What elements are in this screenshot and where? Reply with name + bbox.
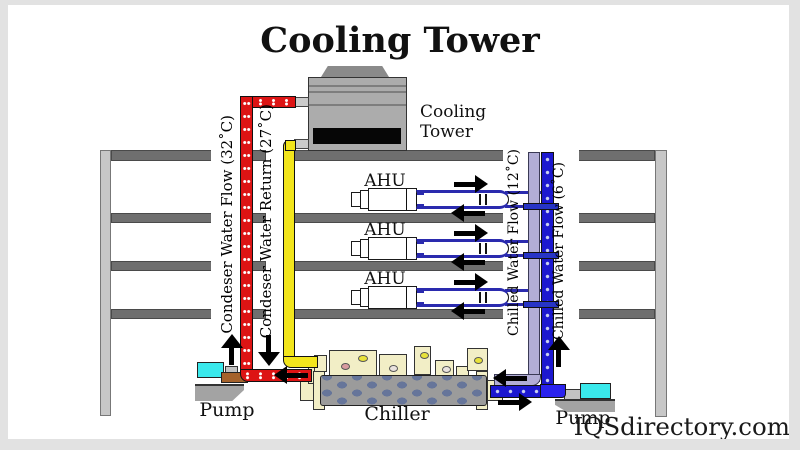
right-arrow-icon [453, 224, 488, 242]
ahu-3-pipe-tab [417, 302, 424, 307]
ahu-1-pipe-tab [417, 190, 424, 195]
tower-panel-line [309, 104, 406, 106]
ahu-1-pipe-tab [417, 204, 424, 209]
chilled-flow-6-label: Chilled Water Flow (6˚C) [551, 161, 567, 340]
ahu-3-branch-connector [523, 301, 559, 308]
condenser-return-label: Condeser Water Return (27˚C) [257, 103, 275, 338]
chiller-compressor-a [329, 350, 377, 377]
ahu-2-branch-connector [523, 252, 559, 259]
condenser-return-pipe-riser [283, 140, 295, 358]
ahu-3-label: AHU [364, 269, 406, 289]
chiller-valve-c [414, 346, 431, 375]
ahu-3-cabinet [368, 286, 417, 309]
chilled-flow-12-label: Chilled Water Flow (12˚C) [506, 149, 522, 336]
ahu-2-label: AHU [364, 220, 406, 240]
right-arrow-icon [453, 175, 488, 193]
tower-panel-line [309, 91, 406, 93]
condenser-return-pipe-nub [285, 140, 296, 151]
floor-slab-3 [111, 309, 655, 319]
up-arrow-icon [548, 336, 570, 367]
left-arrow-icon [451, 302, 486, 320]
chiller [320, 375, 487, 406]
ahu-3-return-line [505, 303, 539, 306]
floor-slab-2 [111, 261, 655, 271]
tower-louver-band [313, 128, 401, 144]
cooling-tower [308, 77, 407, 151]
right-arrow-icon [497, 393, 532, 411]
right-arrow-icon [453, 273, 488, 291]
tower-inlet-connector [294, 97, 309, 107]
condenser-flow-label: Condeser Water Flow (32˚C) [218, 115, 236, 334]
cooling-tower-label: Cooling Tower [420, 102, 487, 142]
pump-right-motor [580, 383, 611, 399]
chiller-valve-f [467, 348, 488, 371]
building-column-right [655, 150, 667, 417]
up-arrow-icon [221, 334, 243, 365]
condenser-return-pipe-bottom [283, 356, 318, 368]
chiller-valve-d [435, 360, 454, 376]
cooling-tower-fan-shroud [321, 66, 389, 77]
chilled-supply-pipe-riser [541, 152, 554, 388]
ahu-1-label: AHU [364, 171, 406, 191]
ahu-2-return-line [505, 254, 539, 257]
left-arrow-icon [451, 204, 486, 222]
ahu-2-pipe-tab [417, 239, 424, 244]
pump-left-base [195, 384, 244, 401]
ahu-2-cabinet [368, 237, 417, 260]
down-arrow-icon [258, 335, 280, 366]
ahu-1-cabinet [368, 188, 417, 211]
page-title: Cooling Tower [260, 20, 540, 61]
condenser-flow-pipe-riser [240, 96, 253, 374]
tower-outlet-connector [294, 139, 309, 149]
chiller-label: Chiller [364, 403, 430, 425]
ahu-3-pipe-tab [417, 288, 424, 293]
left-arrow-icon [274, 366, 309, 384]
ahu-1-return-line [505, 205, 539, 208]
left-arrow-icon [451, 253, 486, 271]
building-column-left [100, 150, 111, 416]
left-arrow-icon [493, 369, 528, 387]
watermark: IQSdirectory.com [573, 412, 790, 441]
chilled-return-pipe-riser [528, 152, 540, 382]
pump-right-label: Pump [555, 407, 611, 429]
pump-right-base [555, 399, 615, 412]
ahu-1-branch-connector [523, 203, 559, 210]
floor-slab-1 [111, 213, 655, 223]
pump-left-label: Pump [199, 399, 255, 421]
chilled-supply-elbow [540, 384, 566, 398]
pump-left-motor [197, 362, 224, 378]
tower-panel-line [309, 85, 406, 87]
ahu-2-pipe-tab [417, 253, 424, 258]
